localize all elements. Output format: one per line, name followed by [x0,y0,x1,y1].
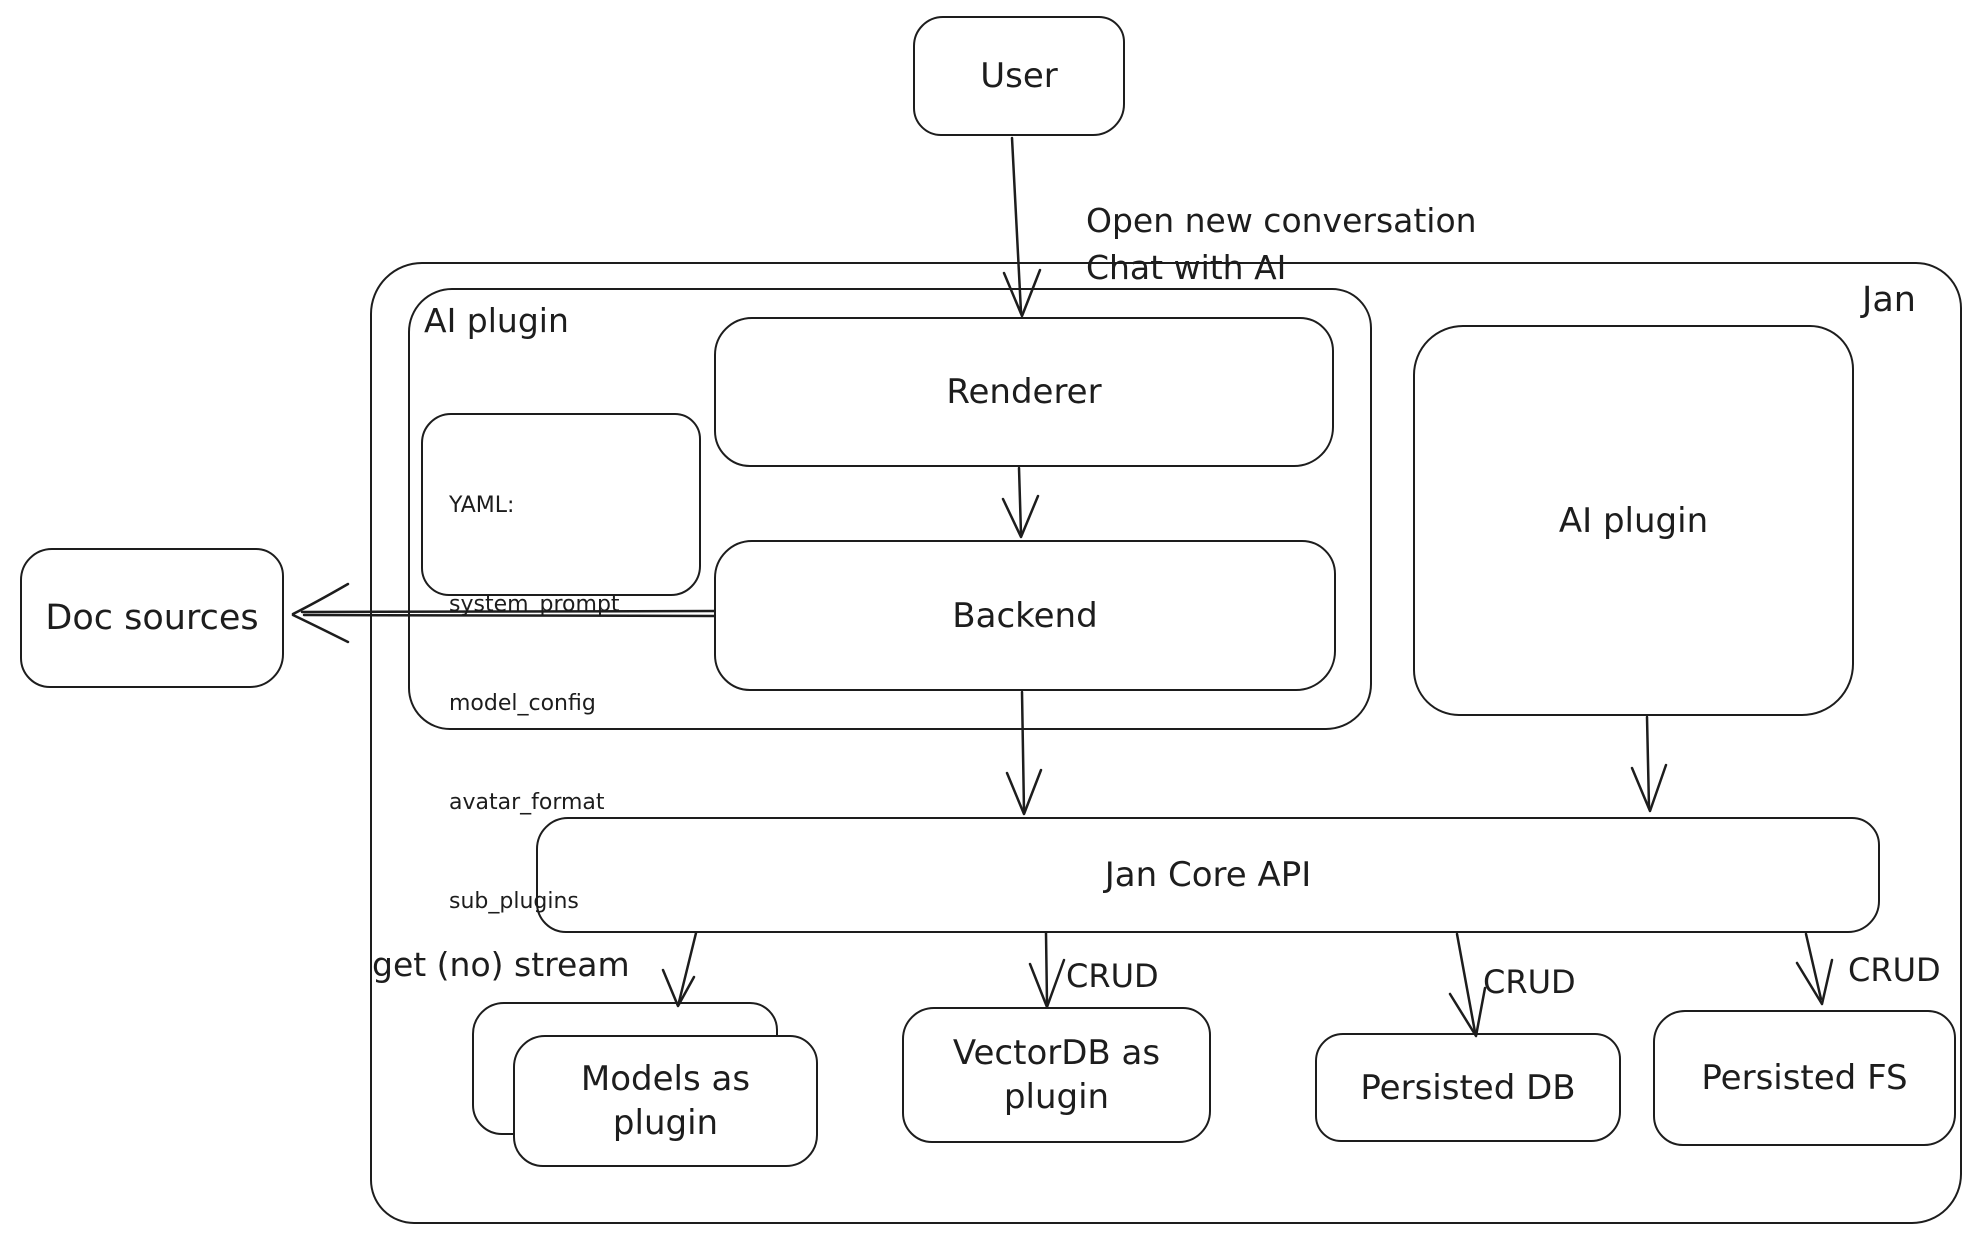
renderer-node: Renderer [714,317,1334,467]
jan-container-box [370,262,1962,1224]
ai-plugin-container-label: AI plugin [424,301,569,340]
backend-node: Backend [714,540,1336,691]
models-as-plugin-line2: plugin [612,1103,719,1143]
ai-plugin-right-node: AI plugin [1413,325,1854,716]
vectordb-as-plugin-node: VectorDB as plugin [902,1007,1211,1143]
yaml-line-2: model_config [449,691,596,716]
edge-label-user-line1: Open new conversation [1085,201,1477,240]
backend-node-label: Backend [952,595,1098,636]
persisted-db-node: Persisted DB [1315,1033,1621,1142]
models-as-plugin-node: Models as plugin [513,1035,818,1167]
jan-container-label: Jan [1862,280,1916,320]
models-as-plugin-line1: Models as [580,1059,751,1099]
yaml-note-box: YAML: system_prompt model_config avatar_… [421,413,701,914]
user-node: User [913,16,1125,136]
models-as-plugin-label: Models as plugin [581,1057,750,1145]
yaml-line-0: YAML: [449,493,515,518]
vectordb-as-plugin-line2: plugin [1003,1077,1110,1117]
vectordb-as-plugin-label: VectorDB as plugin [953,1031,1160,1119]
doc-sources-label: Doc sources [45,598,259,638]
persisted-db-label: Persisted DB [1360,1067,1576,1108]
edge-label-get-no-stream: get (no) stream [372,945,630,984]
ai-plugin-right-label: AI plugin [1558,500,1709,541]
edge-label-crud-persisted-db: CRUD [1483,963,1576,1001]
edge-label-crud-vectordb: CRUD [1066,957,1159,995]
persisted-fs-node: Persisted FS [1653,1010,1956,1146]
renderer-node-label: Renderer [946,372,1102,412]
doc-sources-node: Doc sources [20,548,284,688]
edge-label-crud-persisted-fs: CRUD [1848,951,1941,989]
edge-label-user-to-renderer: Open new conversation Chat with AI [1044,150,1477,338]
persisted-fs-label: Persisted FS [1701,1058,1908,1098]
jan-core-api-node: Jan Core API [536,817,1880,933]
ai-plugin-container-box [408,288,1372,730]
vectordb-as-plugin-line1: VectorDB as [952,1033,1161,1073]
yaml-line-3: avatar_format [449,790,605,815]
arrow-backend-to-docsources-head [291,582,350,644]
jan-core-api-label: Jan Core API [1104,855,1312,895]
user-node-label: User [980,56,1058,96]
edge-label-user-line2: Chat with AI [1085,248,1287,287]
yaml-line-1: system_prompt [449,592,620,617]
